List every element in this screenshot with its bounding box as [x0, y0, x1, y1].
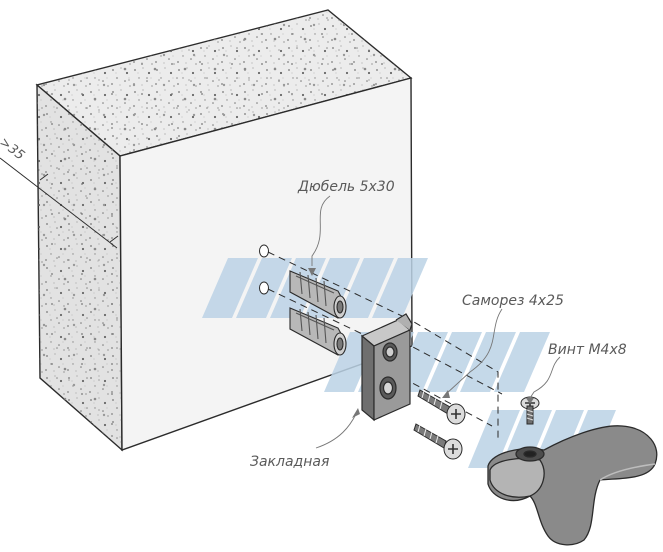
leader-arrows	[308, 268, 534, 418]
leader-self-tapping	[445, 308, 503, 395]
label-insert: Закладная	[250, 454, 329, 470]
leader-insert	[315, 413, 357, 449]
hole-lower	[259, 281, 269, 295]
label-screw: Винт М4x8	[548, 342, 627, 358]
label-self-tapping-screw: Саморез 4x25	[462, 293, 564, 309]
screw-lower	[413, 423, 463, 460]
depth-dimension	[0, 157, 119, 249]
label-dowel: Дюбель 5x30	[297, 179, 395, 195]
depth-label: >35	[0, 135, 27, 164]
wall-holes	[259, 244, 269, 295]
dowel-upper	[289, 270, 347, 319]
hole-upper	[259, 244, 269, 258]
leader-screw	[529, 356, 561, 399]
handle-knob	[487, 425, 658, 546]
dowel-lower	[289, 307, 347, 356]
leader-lines	[311, 195, 561, 449]
insert-bracket	[360, 313, 413, 422]
screw-upper	[417, 389, 466, 425]
leader-dowel	[311, 195, 331, 266]
